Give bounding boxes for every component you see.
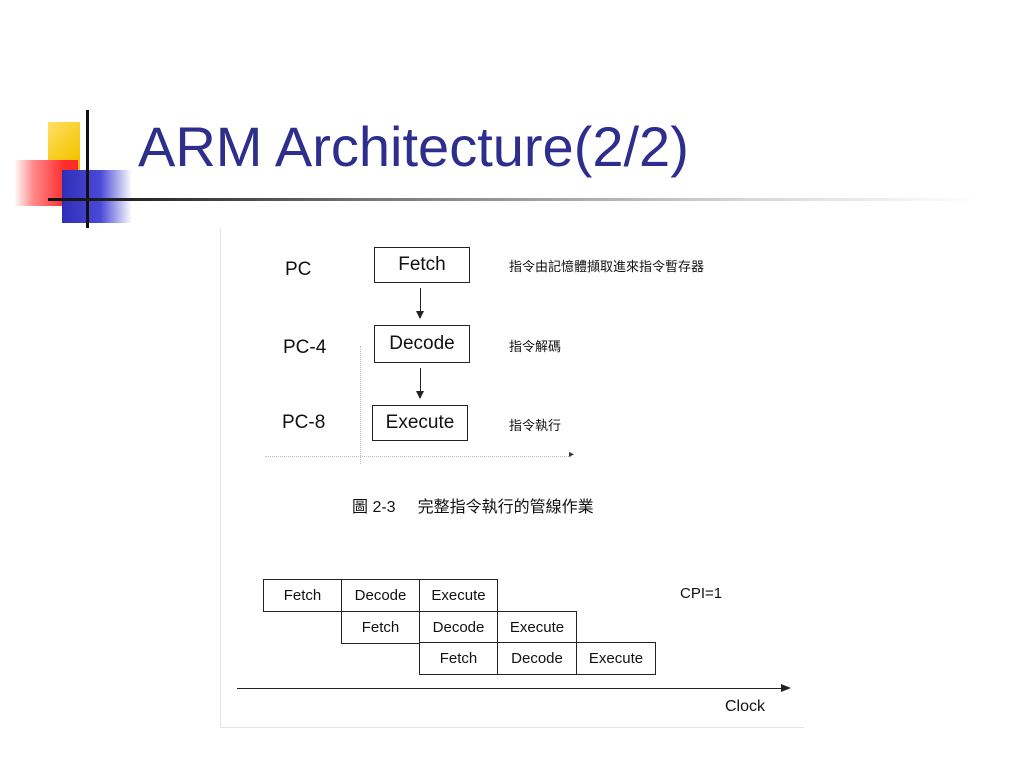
title-underline	[48, 198, 978, 201]
stage-description-execute: 指令執行	[509, 418, 562, 433]
scan-guide-line	[265, 456, 571, 457]
flow-stage-execute: Execute	[372, 405, 468, 441]
cpi-label: CPI=1	[680, 585, 723, 602]
flow-arrow-down	[416, 288, 424, 319]
timing-cell-fetch: Fetch	[341, 611, 420, 644]
scan-guide-line	[360, 346, 361, 464]
flow-arrow-down	[416, 368, 424, 399]
guide-arrow-icon: ▸	[569, 449, 575, 460]
timing-cell-execute: Execute	[576, 642, 656, 675]
timing-cell-execute: Execute	[497, 611, 577, 644]
flow-stage-fetch: Fetch	[374, 247, 470, 283]
flow-stage-decode: Decode	[374, 325, 470, 363]
timing-cell-fetch: Fetch	[263, 579, 342, 612]
timing-cell-decode: Decode	[341, 579, 420, 612]
figure-caption: 圖 2-3 完整指令執行的管線作業	[352, 493, 594, 517]
decorative-vertical-rule	[86, 110, 89, 228]
stage-description-fetch: 指令由記憶體擷取進來指令暫存器	[509, 259, 705, 274]
clock-axis-arrow	[237, 684, 791, 692]
figure-number: 圖 2-3	[352, 499, 396, 516]
clock-axis-label: Clock	[725, 698, 766, 715]
decorative-blue-square	[62, 170, 132, 223]
register-label-pc: PC	[285, 259, 312, 280]
timing-cell-fetch: Fetch	[419, 642, 498, 675]
pipeline-figure: PC Fetch 指令由記憶體擷取進來指令暫存器 PC-4 Decode 指令解…	[220, 228, 804, 728]
register-label-pc-8: PC-8	[282, 412, 326, 433]
timing-cell-decode: Decode	[497, 642, 577, 675]
register-label-pc-4: PC-4	[283, 337, 327, 358]
timing-cell-execute: Execute	[419, 579, 498, 612]
slide-title: ARM Architecture(2/2)	[138, 115, 689, 178]
figure-caption-text: 完整指令執行的管線作業	[417, 499, 594, 516]
timing-cell-decode: Decode	[419, 611, 498, 644]
stage-description-decode: 指令解碼	[509, 339, 562, 354]
